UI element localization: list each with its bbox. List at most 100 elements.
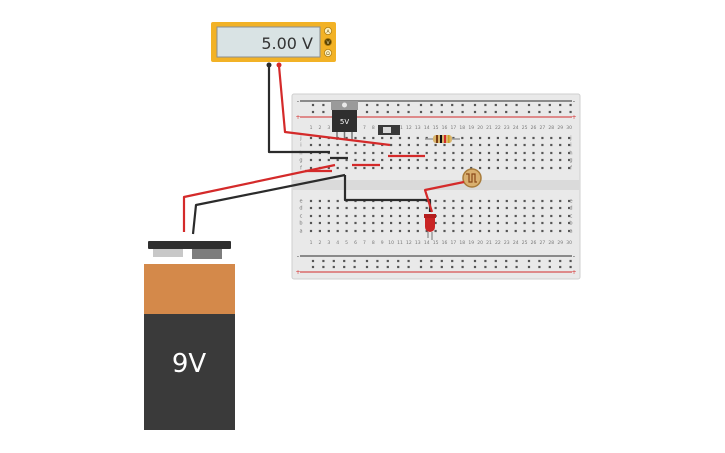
mode-volts-button[interactable]: [323, 38, 332, 47]
breadboard-hole[interactable]: [345, 136, 348, 140]
breadboard-hole[interactable]: [434, 166, 437, 170]
rail-hole[interactable]: [343, 265, 346, 269]
breadboard-hole[interactable]: [514, 206, 517, 210]
breadboard-hole[interactable]: [443, 151, 446, 155]
breadboard-hole[interactable]: [425, 158, 428, 162]
breadboard-hole[interactable]: [559, 143, 562, 147]
breadboard-hole[interactable]: [407, 136, 410, 140]
breadboard-hole[interactable]: [523, 206, 526, 210]
breadboard-hole[interactable]: [345, 214, 348, 218]
rail-hole[interactable]: [527, 259, 531, 263]
breadboard-hole[interactable]: [550, 221, 553, 225]
breadboard-hole[interactable]: [559, 136, 562, 140]
breadboard-hole[interactable]: [559, 229, 562, 233]
rail-hole[interactable]: [430, 259, 433, 263]
breadboard-hole[interactable]: [487, 199, 491, 203]
rail-hole[interactable]: [569, 110, 572, 114]
breadboard-hole[interactable]: [541, 214, 544, 218]
breadboard-hole[interactable]: [559, 206, 562, 210]
breadboard-hole[interactable]: [487, 158, 491, 162]
breadboard-hole[interactable]: [390, 158, 393, 162]
rail-hole[interactable]: [473, 110, 477, 114]
rail-hole[interactable]: [430, 265, 433, 269]
rail-hole[interactable]: [505, 259, 508, 263]
slide-switch[interactable]: [378, 125, 400, 135]
breadboard-hole[interactable]: [416, 214, 419, 218]
breadboard-hole[interactable]: [550, 199, 553, 203]
breadboard-hole[interactable]: [407, 151, 410, 155]
breadboard-hole[interactable]: [354, 229, 357, 233]
rail-hole[interactable]: [451, 259, 454, 263]
breadboard-hole[interactable]: [541, 166, 544, 170]
rail-hole[interactable]: [397, 103, 400, 107]
rail-hole[interactable]: [407, 265, 410, 269]
breadboard-hole[interactable]: [505, 158, 508, 162]
breadboard-hole[interactable]: [434, 199, 437, 203]
breadboard-hole[interactable]: [345, 158, 348, 162]
multimeter[interactable]: 5.00 V A V Ω: [211, 22, 336, 68]
breadboard-hole[interactable]: [470, 214, 473, 218]
breadboard-hole[interactable]: [559, 214, 562, 218]
breadboard-hole[interactable]: [568, 206, 571, 210]
breadboard-hole[interactable]: [514, 136, 517, 140]
rail-hole[interactable]: [505, 103, 508, 107]
rail-hole[interactable]: [451, 110, 454, 114]
breadboard-hole[interactable]: [452, 199, 455, 203]
rail-hole[interactable]: [527, 103, 531, 107]
breadboard-hole[interactable]: [568, 221, 571, 225]
breadboard-hole[interactable]: [532, 143, 535, 147]
breadboard-hole[interactable]: [568, 143, 571, 147]
breadboard-hole[interactable]: [390, 151, 393, 155]
breadboard-hole[interactable]: [496, 143, 499, 147]
breadboard-hole[interactable]: [559, 221, 562, 225]
breadboard-hole[interactable]: [496, 206, 499, 210]
breadboard-hole[interactable]: [470, 229, 473, 233]
rail-hole[interactable]: [407, 103, 410, 107]
breadboard-hole[interactable]: [487, 206, 491, 210]
rail-hole[interactable]: [386, 265, 389, 269]
breadboard-hole[interactable]: [514, 214, 517, 218]
mode-amps-button[interactable]: [323, 26, 332, 35]
rail-hole[interactable]: [515, 110, 518, 114]
wire-led-photoresistor[interactable]: [423, 180, 465, 213]
rail-hole[interactable]: [440, 103, 443, 107]
resistor[interactable]: [425, 135, 460, 143]
breadboard-hole[interactable]: [505, 229, 508, 233]
breadboard-hole[interactable]: [550, 151, 553, 155]
rail-hole[interactable]: [548, 110, 551, 114]
rail-hole[interactable]: [505, 110, 508, 114]
rail-hole[interactable]: [397, 110, 400, 114]
breadboard-hole[interactable]: [327, 221, 330, 225]
breadboard-hole[interactable]: [505, 221, 508, 225]
breadboard-hole[interactable]: [541, 143, 544, 147]
breadboard-hole[interactable]: [514, 229, 517, 233]
breadboard-hole[interactable]: [479, 229, 482, 233]
breadboard-hole[interactable]: [434, 221, 437, 225]
breadboard-hole[interactable]: [407, 206, 410, 210]
breadboard-hole[interactable]: [568, 166, 571, 170]
breadboard-hole[interactable]: [309, 158, 313, 162]
rail-hole[interactable]: [365, 265, 369, 269]
breadboard-hole[interactable]: [541, 206, 544, 210]
breadboard-hole[interactable]: [416, 221, 419, 225]
rail-hole[interactable]: [559, 110, 562, 114]
breadboard-hole[interactable]: [390, 166, 393, 170]
breadboard-hole[interactable]: [443, 143, 446, 147]
breadboard-hole[interactable]: [381, 214, 384, 218]
breadboard-hole[interactable]: [487, 151, 491, 155]
breadboard-hole[interactable]: [372, 229, 375, 233]
breadboard-hole[interactable]: [479, 136, 482, 140]
breadboard-hole[interactable]: [309, 229, 313, 233]
rail-hole[interactable]: [515, 265, 518, 269]
breadboard-hole[interactable]: [363, 166, 366, 170]
rail-hole[interactable]: [430, 103, 433, 107]
breadboard-hole[interactable]: [390, 206, 393, 210]
breadboard-hole[interactable]: [354, 158, 357, 162]
breadboard-hole[interactable]: [327, 143, 330, 147]
breadboard-hole[interactable]: [398, 136, 402, 140]
rail-hole[interactable]: [353, 259, 356, 263]
mode-ohms-button[interactable]: [323, 49, 332, 58]
rail-hole[interactable]: [484, 103, 487, 107]
breadboard-hole[interactable]: [452, 158, 455, 162]
breadboard-hole[interactable]: [398, 221, 402, 225]
